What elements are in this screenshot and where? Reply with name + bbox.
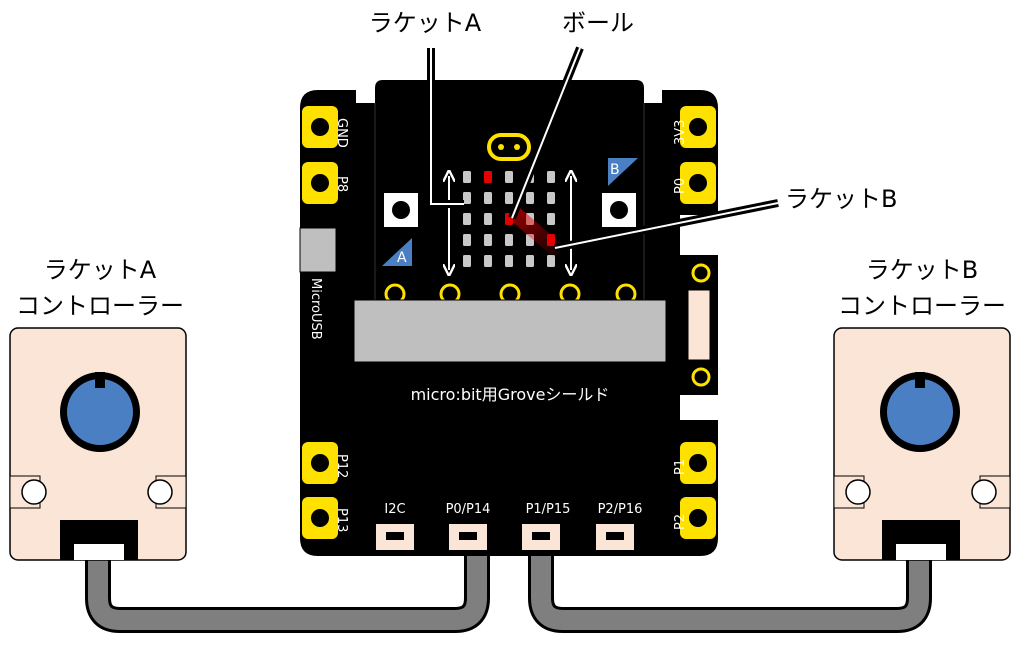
label-ball: ボール <box>562 9 634 37</box>
grove-connector-p0-p14: P0/P14 <box>446 502 491 550</box>
grove-connector-i2c: I2C <box>376 502 414 550</box>
pad-p8 <box>302 162 338 204</box>
label-controller-b-line1: ラケットB <box>866 256 978 284</box>
cable-b <box>528 548 932 633</box>
label-controller-a-line2: コントローラー <box>16 292 184 320</box>
led-on <box>484 171 492 183</box>
cable-a <box>85 548 490 633</box>
pad-3v3 <box>680 106 716 148</box>
button-a: A <box>382 193 418 266</box>
microbit-slot <box>353 299 667 363</box>
button-a-label: A <box>397 250 407 266</box>
pad-p0 <box>680 162 716 204</box>
pin-label-p8: P8 <box>334 176 349 192</box>
microbit-logo <box>487 133 531 161</box>
button-b: B <box>602 158 638 227</box>
pin-label-p12: P12 <box>334 454 349 478</box>
led-off <box>484 234 492 246</box>
controller-a <box>9 327 187 561</box>
led-off <box>484 213 492 225</box>
led-off <box>463 171 471 183</box>
callout-lines <box>427 46 779 252</box>
pin-label-gnd: GND <box>334 118 349 148</box>
pin-label-p1: P1 <box>673 459 688 475</box>
label-racket-b: ラケットB <box>785 185 897 213</box>
grove-connector-p2-p16: P2/P16 <box>596 502 642 550</box>
pin-label-p2: P2 <box>673 514 688 530</box>
pad-p1 <box>680 442 716 484</box>
led-off <box>463 234 471 246</box>
pad-p12 <box>302 442 338 484</box>
pad-p13 <box>302 497 338 539</box>
ball-trail <box>508 208 566 258</box>
led-off <box>547 171 555 183</box>
label-controller-a-line1: ラケットA <box>44 256 157 284</box>
connector-label-i2c: I2C <box>384 502 405 517</box>
button-b-label: B <box>610 162 620 178</box>
label-racket-a: ラケットA <box>369 9 482 37</box>
connector-label-p2-p16: P2/P16 <box>598 502 643 517</box>
led-off <box>505 171 513 183</box>
usb-label: MicroUSB <box>308 278 323 340</box>
led-off <box>463 255 471 267</box>
led-off <box>484 192 492 204</box>
pin-pads <box>302 106 716 539</box>
board-name: micro:bit用Groveシールド <box>411 385 610 404</box>
connector-label-p0-p14: P0/P14 <box>446 502 491 517</box>
controller-b <box>833 327 1011 561</box>
led-off <box>526 255 534 267</box>
led-off <box>547 192 555 204</box>
led-off <box>526 192 534 204</box>
label-controller-b-line2: コントローラー <box>838 292 1006 320</box>
usb-port <box>299 227 337 273</box>
pin-label-3v3: 3V3 <box>673 120 688 145</box>
led-off <box>547 213 555 225</box>
led-off <box>505 255 513 267</box>
led-off <box>505 192 513 204</box>
led-off <box>463 192 471 204</box>
pin-label-p13: P13 <box>334 508 349 532</box>
side-connector <box>687 263 711 387</box>
led-off <box>505 234 513 246</box>
led-off <box>463 213 471 225</box>
pin-label-p0: P0 <box>673 178 688 194</box>
connector-label-p1-p15: P1/P15 <box>526 502 571 517</box>
grove-connector-p1-p15: P1/P15 <box>522 502 570 550</box>
led-off <box>484 255 492 267</box>
pad-p2 <box>680 497 716 539</box>
led-off <box>547 255 555 267</box>
pad-gnd <box>302 106 338 148</box>
